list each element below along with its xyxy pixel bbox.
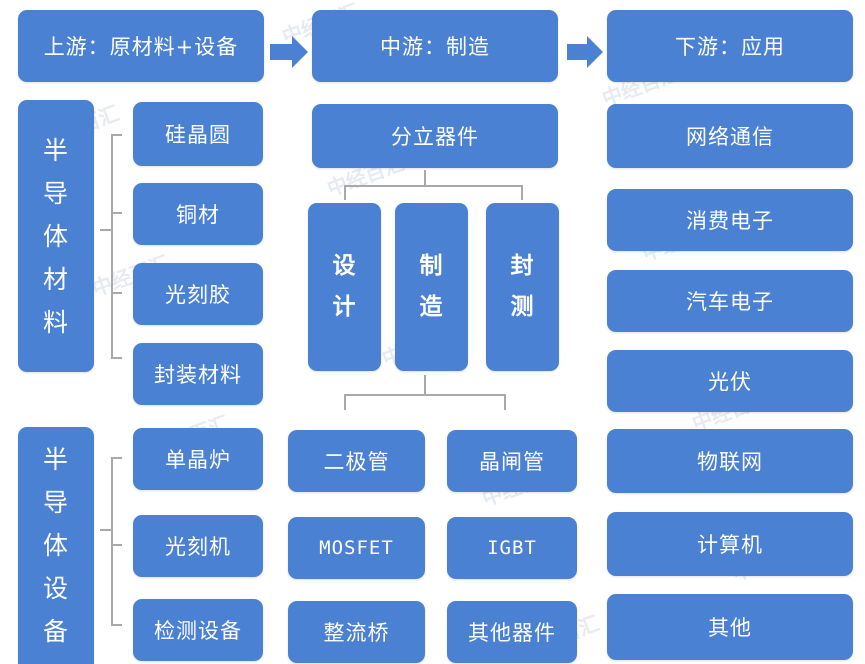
application-item: 消费电子 — [607, 189, 853, 251]
equipment-item: 光刻机 — [133, 515, 263, 577]
device-item: IGBT — [447, 517, 577, 579]
stage-design: 设 计 — [308, 203, 381, 371]
materials-title-char: 半 — [42, 135, 69, 165]
header-downstream: 下游：应用 — [607, 10, 853, 82]
application-item: 物联网 — [607, 429, 853, 493]
equipment-title: 半 导 体 设 备 — [18, 427, 94, 664]
arrow-right-icon — [567, 36, 603, 68]
application-item: 其他 — [607, 594, 853, 660]
material-item: 硅晶圆 — [133, 102, 263, 166]
equipment-item: 检测设备 — [133, 599, 263, 661]
stage-manufacture: 制 造 — [395, 203, 468, 371]
materials-title-char: 材 — [42, 264, 69, 294]
device-item: 其他器件 — [447, 601, 577, 663]
device-item: 晶闸管 — [447, 430, 577, 492]
equipment-bracket — [100, 457, 122, 626]
material-item: 光刻胶 — [133, 263, 263, 325]
stage-char: 设 — [332, 253, 357, 279]
device-item: 整流桥 — [288, 601, 425, 663]
header-midstream: 中游：制造 — [312, 10, 558, 82]
stage-char: 制 — [419, 253, 444, 279]
header-upstream: 上游：原材料+设备 — [18, 10, 264, 82]
equipment-title-char: 设 — [42, 574, 69, 603]
materials-title-char: 体 — [42, 221, 69, 251]
stage-char: 造 — [419, 294, 444, 320]
application-item: 网络通信 — [607, 104, 853, 168]
materials-title-char: 导 — [42, 178, 69, 208]
stage-char: 测 — [510, 294, 535, 320]
materials-title: 半 导 体 材 料 — [18, 100, 94, 372]
equipment-title-char: 导 — [42, 488, 69, 517]
equipment-item: 单晶炉 — [133, 428, 263, 490]
discrete-connector — [344, 170, 523, 200]
arrow-right-icon — [270, 36, 308, 68]
equipment-title-char: 体 — [42, 531, 69, 560]
stage-packaging-test: 封 测 — [486, 203, 559, 371]
material-item: 铜材 — [133, 183, 263, 245]
stage-char: 计 — [332, 294, 357, 320]
material-item: 封装材料 — [133, 343, 263, 405]
materials-bracket — [100, 134, 122, 359]
stages-connector — [344, 375, 506, 410]
materials-title-char: 料 — [42, 307, 69, 337]
equipment-title-char: 半 — [42, 445, 69, 474]
application-item: 光伏 — [607, 350, 853, 412]
application-item: 汽车电子 — [607, 270, 853, 332]
device-item: 二极管 — [288, 430, 425, 492]
equipment-title-char: 备 — [42, 617, 69, 646]
application-item: 计算机 — [607, 512, 853, 576]
stage-char: 封 — [510, 253, 535, 279]
discrete-devices: 分立器件 — [312, 104, 558, 168]
device-item: MOSFET — [288, 517, 425, 579]
